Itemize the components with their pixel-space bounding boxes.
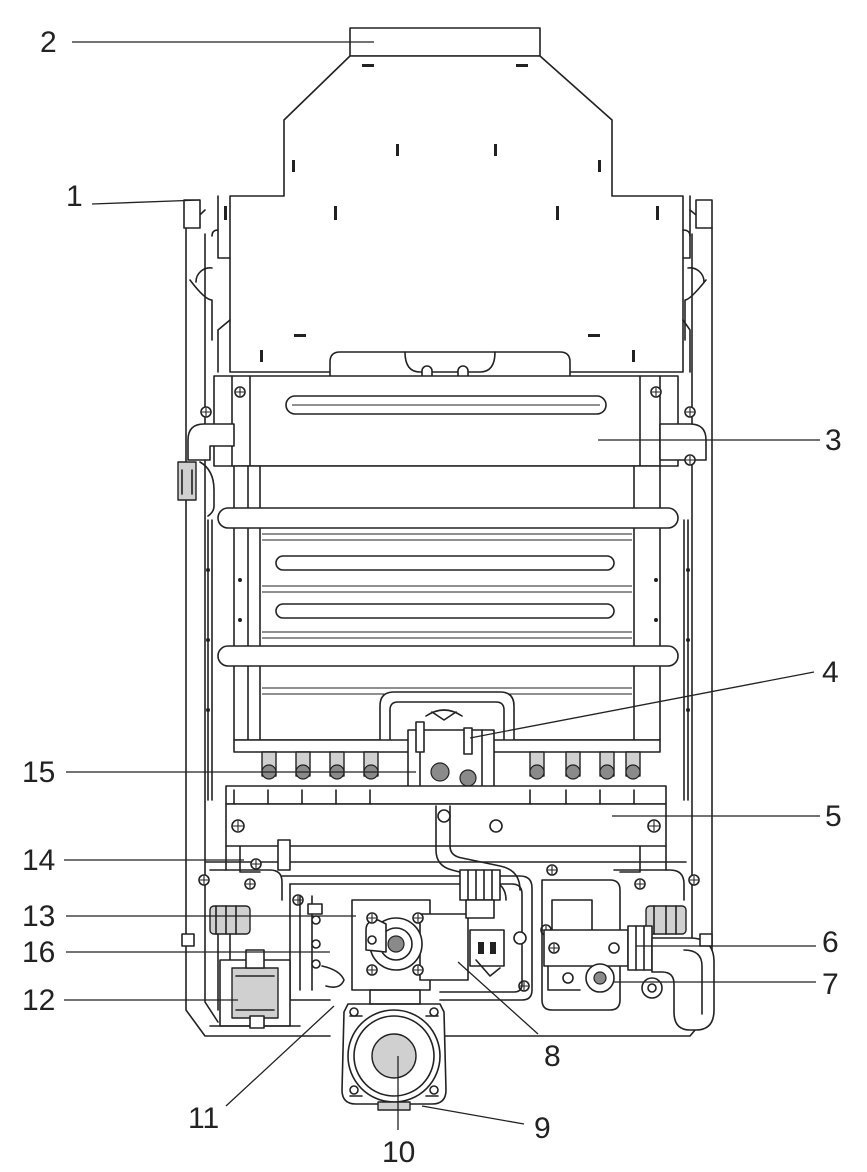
callout-3: 3 [825, 424, 842, 457]
leader-4 [469, 671, 815, 739]
leader-11 [225, 1005, 335, 1107]
leader-8 [457, 961, 539, 1035]
flue-hood [195, 27, 705, 389]
callout-8: 8 [544, 1040, 561, 1073]
callout-15: 15 [22, 756, 55, 789]
callout-16: 16 [22, 936, 55, 969]
callout-12: 12 [22, 984, 55, 1017]
leader-lines [64, 41, 820, 1130]
callout-2: 2 [40, 26, 57, 59]
callout-5: 5 [825, 800, 842, 833]
leader-1 [91, 199, 201, 205]
callout-14: 14 [22, 844, 55, 877]
leader-9 [421, 1105, 525, 1125]
callout-4: 4 [822, 656, 839, 689]
callouts: 1 2 3 4 5 6 7 8 9 10 11 12 13 14 15 16 [22, 26, 842, 1169]
burner-assembly [225, 691, 667, 901]
callout-13: 13 [22, 900, 55, 933]
heat-exchanger [177, 375, 707, 801]
callout-7: 7 [822, 968, 839, 1001]
callout-9: 9 [534, 1112, 551, 1145]
callout-6: 6 [822, 926, 839, 959]
lower-controls [181, 839, 715, 1111]
callout-1: 1 [66, 180, 83, 213]
callout-11: 11 [188, 1102, 219, 1135]
callout-10: 10 [382, 1136, 415, 1169]
